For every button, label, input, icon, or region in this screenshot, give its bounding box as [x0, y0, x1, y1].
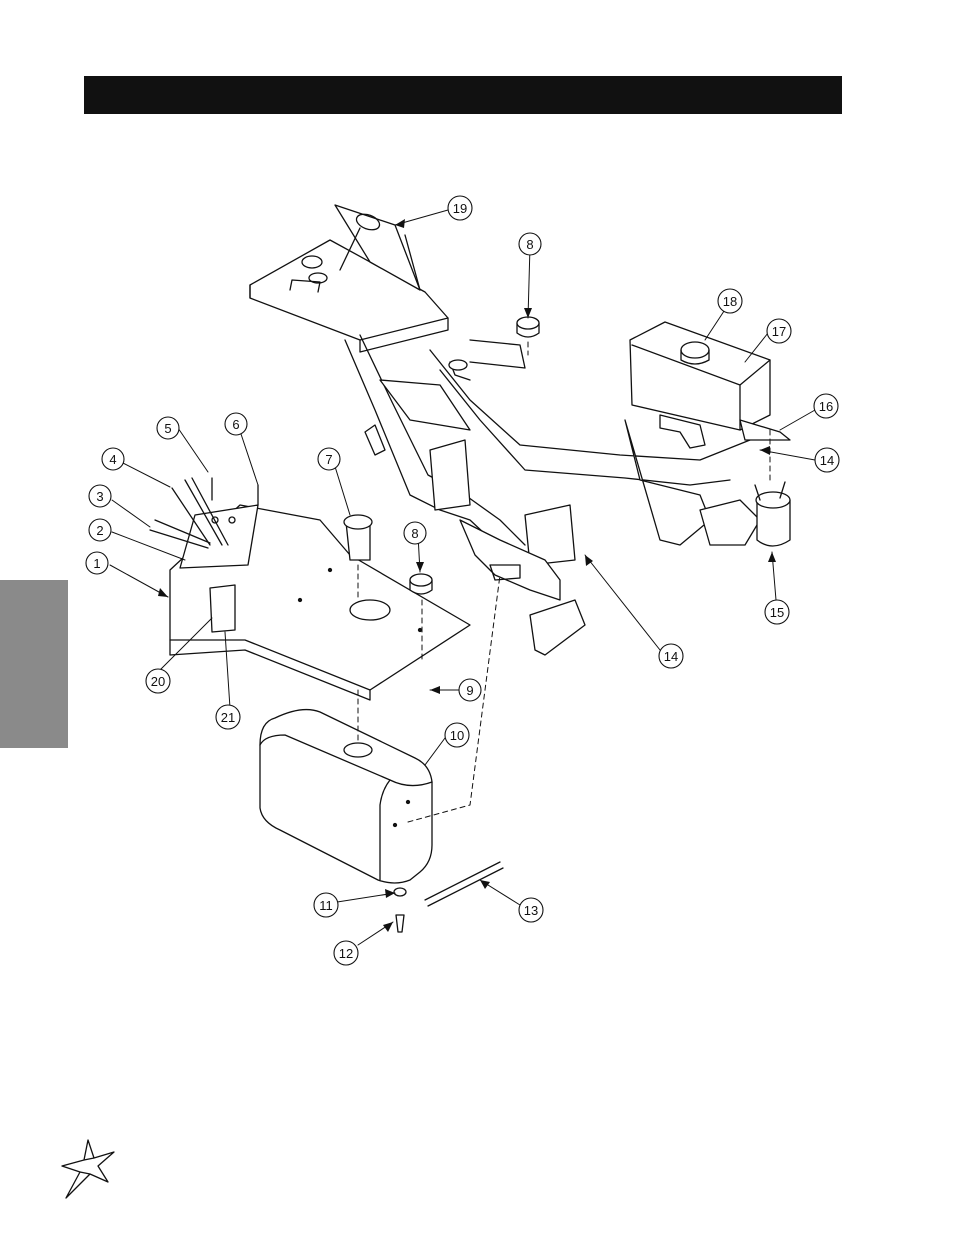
- callout-8-upper: 8: [519, 233, 541, 255]
- callout-8-lower: 8: [404, 522, 426, 544]
- callout-15: 15: [765, 600, 789, 624]
- callout-14-right: 14: [815, 448, 839, 472]
- fuel-tank: [260, 710, 432, 883]
- callout-21-label: 21: [221, 710, 235, 725]
- callout-15-label: 15: [770, 605, 784, 620]
- callout-7-label: 7: [325, 452, 332, 467]
- callout-17-label: 17: [772, 324, 786, 339]
- fuel-filter: [755, 482, 790, 546]
- callout-10-label: 10: [450, 728, 464, 743]
- callout-17: 17: [767, 319, 791, 343]
- callout-14-center-label: 14: [664, 649, 678, 664]
- callout-4-label: 4: [109, 452, 116, 467]
- callout-20: 20: [146, 669, 170, 693]
- callout-10: 10: [445, 723, 469, 747]
- callout-1: 1: [86, 552, 108, 574]
- callout-1-label: 1: [93, 556, 100, 571]
- callout-13: 13: [519, 898, 543, 922]
- callout-18-label: 18: [723, 294, 737, 309]
- callout-8-upper-label: 8: [526, 237, 533, 252]
- callout-16-label: 16: [819, 399, 833, 414]
- callout-3: 3: [89, 485, 111, 507]
- callout-4: 4: [102, 448, 124, 470]
- callout-21: 21: [216, 705, 240, 729]
- callout-6-label: 6: [232, 417, 239, 432]
- callout-18: 18: [718, 289, 742, 313]
- callout-12-label: 12: [339, 946, 353, 961]
- callout-14-right-label: 14: [820, 453, 834, 468]
- callout-6: 6: [225, 413, 247, 435]
- callout-12: 12: [334, 941, 358, 965]
- callout-5: 5: [157, 417, 179, 439]
- callout-19-label: 19: [453, 201, 467, 216]
- callout-14-center: 14: [659, 644, 683, 668]
- callout-20-label: 20: [151, 674, 165, 689]
- callout-5-label: 5: [164, 421, 171, 436]
- callout-7: 7: [318, 448, 340, 470]
- callout-19: 19: [448, 196, 472, 220]
- callout-11-label: 11: [319, 898, 333, 913]
- callout-9-label: 9: [466, 683, 473, 698]
- callout-9: 9: [459, 679, 481, 701]
- callout-8-lower-label: 8: [411, 526, 418, 541]
- callout-2: 2: [89, 519, 111, 541]
- callout-16: 16: [814, 394, 838, 418]
- callout-2-label: 2: [96, 523, 103, 538]
- callout-13-label: 13: [524, 903, 538, 918]
- reservoir-tank: [630, 322, 790, 448]
- star-burst-logo-icon: [58, 1138, 118, 1200]
- callout-11: 11: [314, 893, 338, 917]
- callout-3-label: 3: [96, 489, 103, 504]
